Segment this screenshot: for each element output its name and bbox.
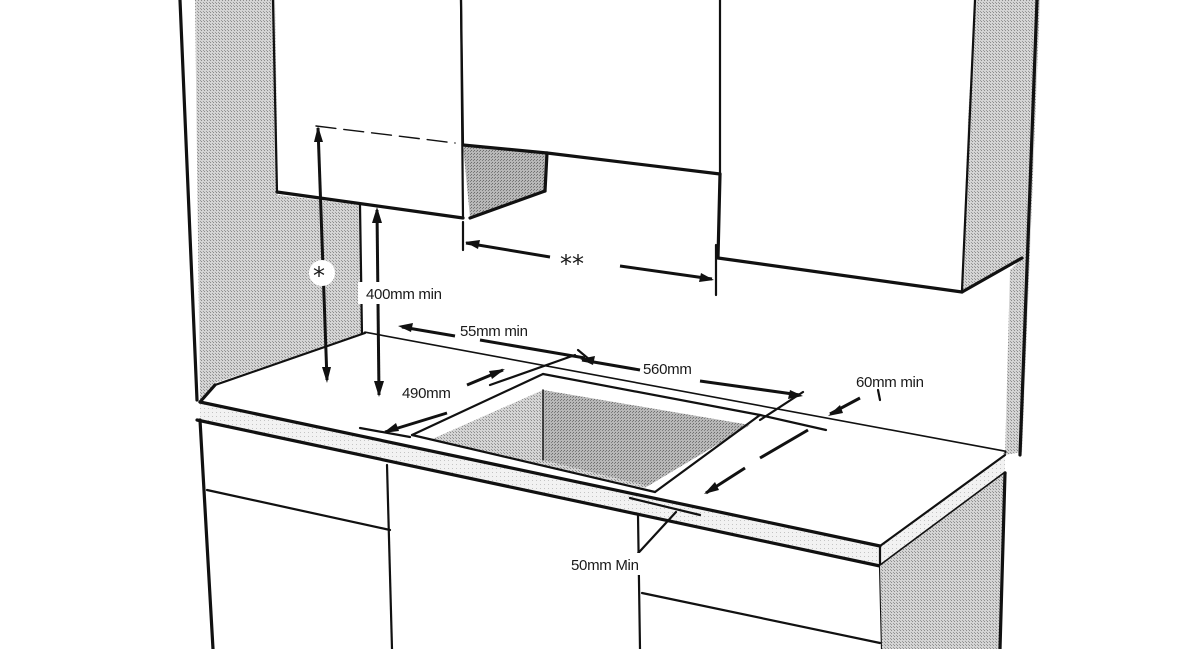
base-cabinets [198,418,1007,649]
wall-corner-line [358,203,364,337]
single-star-label: * [313,262,325,290]
dimension-double-star [461,220,718,297]
dimension-400mm [358,207,450,397]
label-50mm-bg [568,553,646,575]
dimension-60mm [758,388,882,432]
label-60mm-min: 60mm min [856,374,924,391]
double-star-label: ** [560,250,584,278]
hob-cutout [410,372,762,494]
extractor-hood [461,143,722,220]
label-400mm-min: 400mm min [366,286,442,303]
left-upper-cabinet [271,0,465,220]
middle-upper-cabinet [459,0,722,260]
label-55mm-min: 55mm min [460,323,528,340]
dimension-star-height [309,125,456,383]
right-wall [1005,0,1040,457]
label-560mm: 560mm [643,361,692,378]
label-50mm-min: 50mm Min [571,557,639,574]
dimension-50mm [628,428,809,564]
dimension-490mm [358,368,505,439]
left-wall [178,0,362,402]
right-upper-cabinet [716,0,1030,294]
dimension-560mm [580,356,805,422]
label-490mm: 490mm [402,385,451,402]
